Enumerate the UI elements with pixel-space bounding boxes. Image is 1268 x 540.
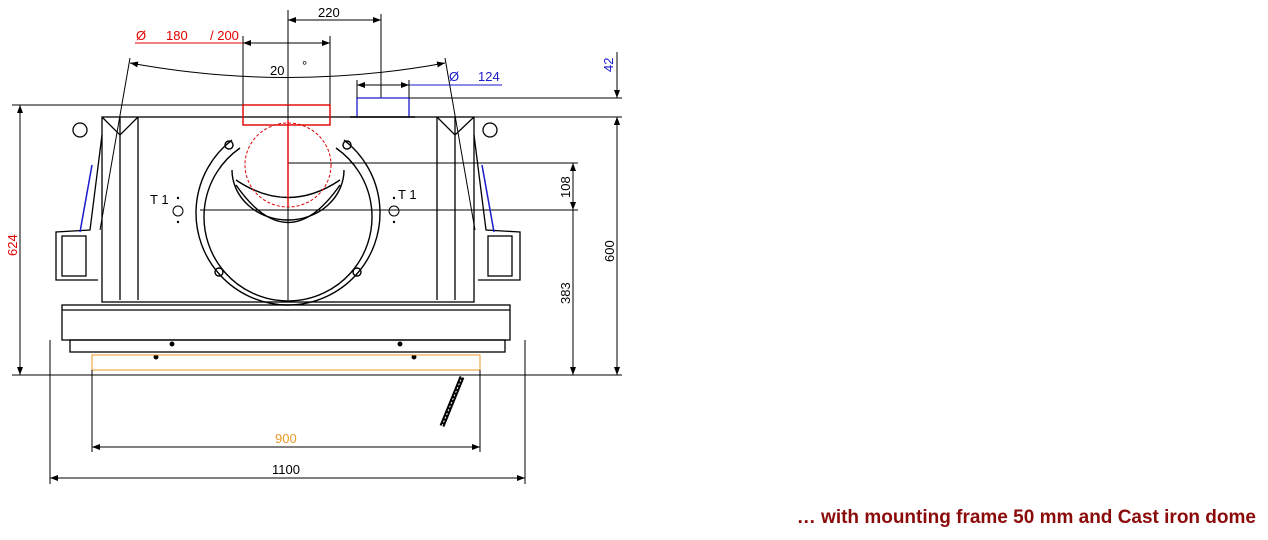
dimension-900-label: 900 [275,431,297,446]
angle-dimension: 20 ° [99,57,476,231]
dimension-624: 624 [5,105,23,375]
dimension-1100: 1100 [50,462,525,481]
dimension-1100-label: 1100 [272,462,300,477]
angle-value: 20 [270,63,284,78]
dimension-42: 42 [601,52,620,130]
air-diameter-label: 124 [478,69,500,84]
mounting-frame [91,354,481,452]
t1-marker-left: T 1 [150,192,184,224]
dimension-600: 600 [602,117,620,375]
dimension-108: 108 [558,163,576,210]
handle [439,376,465,427]
dimension-220-label: 220 [318,5,340,20]
stove-body [55,116,521,360]
dimension-383-label: 383 [558,282,573,304]
flue-collar [242,104,332,208]
dimension-220: 220 [288,5,381,23]
dimension-383: 383 [558,210,576,375]
dimension-624-label: 624 [5,234,20,256]
dimension-air-diameter: Ø 124 [356,69,502,98]
dimension-flue-diameter: Ø 180 / 200 [135,28,330,46]
diameter-symbol: Ø [136,28,146,43]
dimension-900: 900 [92,431,480,450]
dimension-108-label: 108 [558,176,573,198]
side-rods [79,164,495,233]
flue-diameter-alt-label: / 200 [210,28,239,43]
t1-marker-right: T 1 [388,187,417,224]
air-inlet [356,97,410,117]
dimension-42-label: 42 [601,58,616,72]
dimension-600-label: 600 [602,240,617,262]
t1-label-right: T 1 [398,187,417,202]
diameter-symbol: Ø [449,69,459,84]
angle-unit: ° [302,58,307,73]
drawing-caption: … with mounting frame 50 mm and Cast iro… [796,507,1256,528]
t1-label-left: T 1 [150,192,169,207]
flue-diameter-label: 180 [166,28,188,43]
